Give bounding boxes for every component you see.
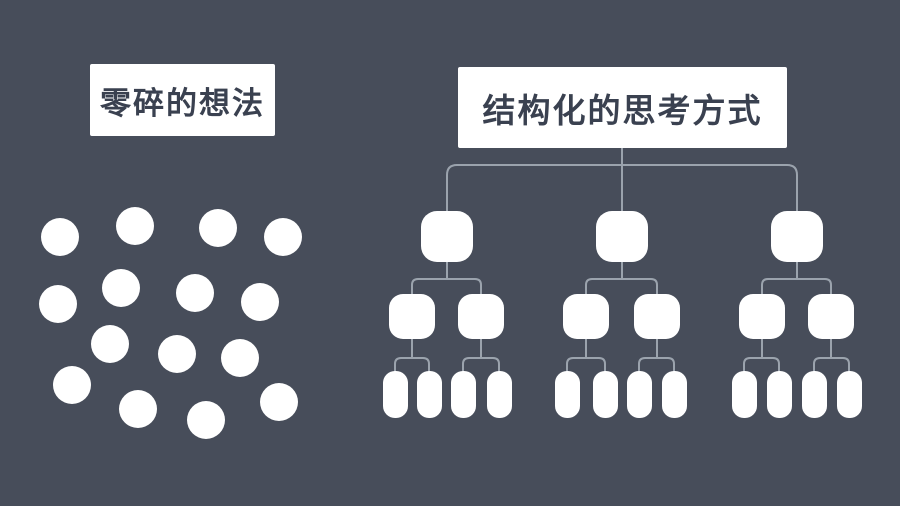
scattered-idea-dot bbox=[116, 207, 154, 245]
scattered-idea-dot bbox=[91, 325, 129, 363]
scattered-idea-dot bbox=[102, 269, 140, 307]
scattered-idea-dot bbox=[53, 366, 91, 404]
tree-leaf-node bbox=[554, 371, 580, 418]
scattered-idea-dot bbox=[260, 383, 298, 421]
scattered-idea-dot bbox=[119, 390, 157, 428]
scattered-idea-dot bbox=[264, 218, 302, 256]
tree-branch-node bbox=[634, 294, 680, 339]
scattered-idea-dot bbox=[41, 218, 79, 256]
tree-leaf-node bbox=[801, 371, 827, 418]
tree-leaf-node bbox=[766, 371, 792, 418]
tree-branch-node bbox=[389, 294, 435, 339]
scattered-idea-dot bbox=[241, 283, 279, 321]
left-title-label: 零碎的想法 bbox=[100, 85, 265, 121]
tree-root-node bbox=[421, 211, 473, 262]
tree-leaf-node bbox=[486, 371, 512, 418]
tree-leaf-node bbox=[731, 371, 757, 418]
left-title-box: 零碎的想法 bbox=[90, 64, 275, 136]
tree-leaf-node bbox=[836, 371, 862, 418]
scattered-idea-dot bbox=[158, 335, 196, 373]
tree-branch-node bbox=[739, 294, 785, 339]
tree-leaf-node bbox=[450, 371, 476, 418]
tree-root-node bbox=[596, 211, 648, 262]
tree-leaf-node bbox=[626, 371, 652, 418]
scattered-idea-dot bbox=[187, 401, 225, 439]
scattered-idea-dot bbox=[221, 339, 259, 377]
scattered-idea-dot bbox=[176, 274, 214, 312]
right-title-box: 结构化的思考方式 bbox=[458, 67, 787, 148]
right-title-label: 结构化的思考方式 bbox=[482, 91, 763, 129]
tree-branch-node bbox=[458, 294, 504, 339]
tree-branch-node bbox=[808, 294, 854, 339]
tree-branch-node bbox=[563, 294, 609, 339]
tree-leaf-node bbox=[416, 371, 442, 418]
scattered-idea-dot bbox=[39, 285, 77, 323]
tree-root-node bbox=[771, 211, 823, 262]
tree-leaf-node bbox=[592, 371, 618, 418]
tree-leaf-node bbox=[661, 371, 687, 418]
scattered-idea-dot bbox=[199, 209, 237, 247]
tree-leaf-node bbox=[382, 371, 408, 418]
